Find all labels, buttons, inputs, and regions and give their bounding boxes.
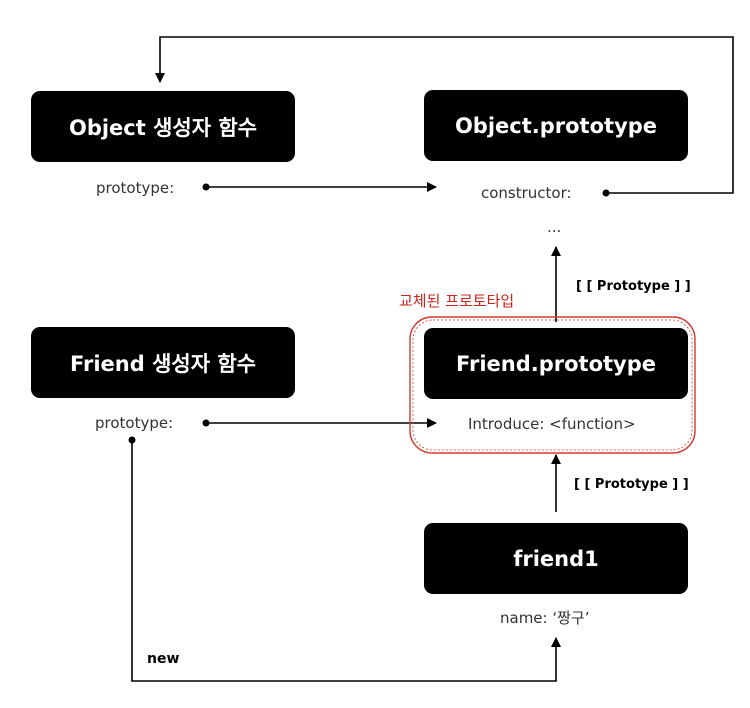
replaced-prototype-highlight bbox=[409, 316, 696, 454]
object-ctor-prototype-label: prototype: bbox=[96, 179, 175, 197]
friend1-box: friend1 bbox=[424, 523, 688, 594]
object-constructor-box: Object 생성자 함수 bbox=[31, 91, 295, 162]
object-proto-ellipsis: ... bbox=[547, 218, 562, 236]
friend-constructor-box: Friend 생성자 함수 bbox=[31, 327, 295, 398]
new-label: new bbox=[147, 651, 180, 667]
prototype-link-upper-label: [ [ Prototype ] ] bbox=[576, 279, 691, 294]
friend-proto-introduce-label: Introduce: <function> bbox=[468, 415, 636, 433]
friend-ctor-prototype-label: prototype: bbox=[95, 414, 174, 432]
arrow-constructor-to-object-ctor bbox=[155, 36, 734, 194]
object-prototype-box: Object.prototype bbox=[424, 90, 688, 161]
friend1-name-label: name: ‘짱구’ bbox=[500, 609, 590, 627]
object-proto-constructor-label: constructor: bbox=[481, 184, 572, 202]
friend-prototype-box: Friend.prototype bbox=[424, 328, 688, 399]
arrow-new-to-friend1 bbox=[131, 440, 561, 682]
prototype-link-lower-label: [ [ Prototype ] ] bbox=[574, 477, 689, 492]
replaced-prototype-label: 교체된 프로토타입 bbox=[399, 292, 515, 310]
